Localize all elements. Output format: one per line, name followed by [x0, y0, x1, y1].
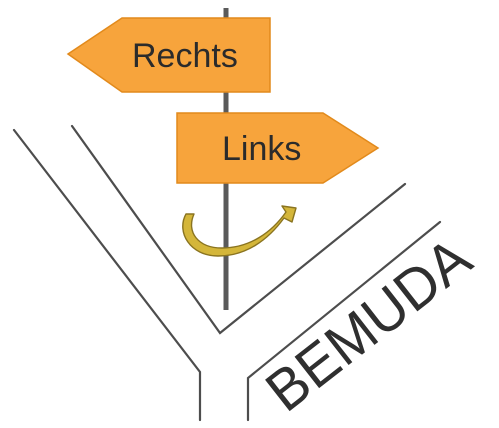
sign-top-label: Rechts [132, 37, 238, 75]
road-line-right [246, 220, 442, 422]
curved-arrow-icon [182, 205, 297, 257]
sign-bottom-label: Links [222, 130, 301, 168]
brand-wordmark: BEMUDA [254, 225, 483, 424]
road-line-inner-left [70, 124, 407, 335]
brand-text: BEMUDA [254, 225, 483, 424]
sign-bottom: Links [176, 112, 380, 184]
road-lines [12, 124, 442, 422]
sign-bottom-board [176, 112, 380, 184]
sign-top: Rechts [66, 17, 271, 93]
road-line-outer-left [12, 128, 202, 422]
sign-top-board [66, 17, 271, 93]
